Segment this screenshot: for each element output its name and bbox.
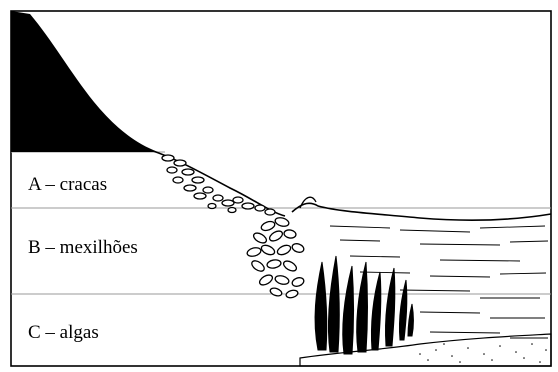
zone-a-label: A – cracas xyxy=(28,175,107,194)
algae-cluster xyxy=(315,256,413,354)
zone-b-label: B – mexilhões xyxy=(28,238,138,257)
mussels-cluster xyxy=(246,216,305,299)
sand-dots xyxy=(419,343,547,363)
zone-c-label: C – algas xyxy=(28,323,99,342)
water-surface xyxy=(292,203,551,220)
rock-cliff xyxy=(11,11,158,152)
barnacles-cluster xyxy=(162,155,275,215)
